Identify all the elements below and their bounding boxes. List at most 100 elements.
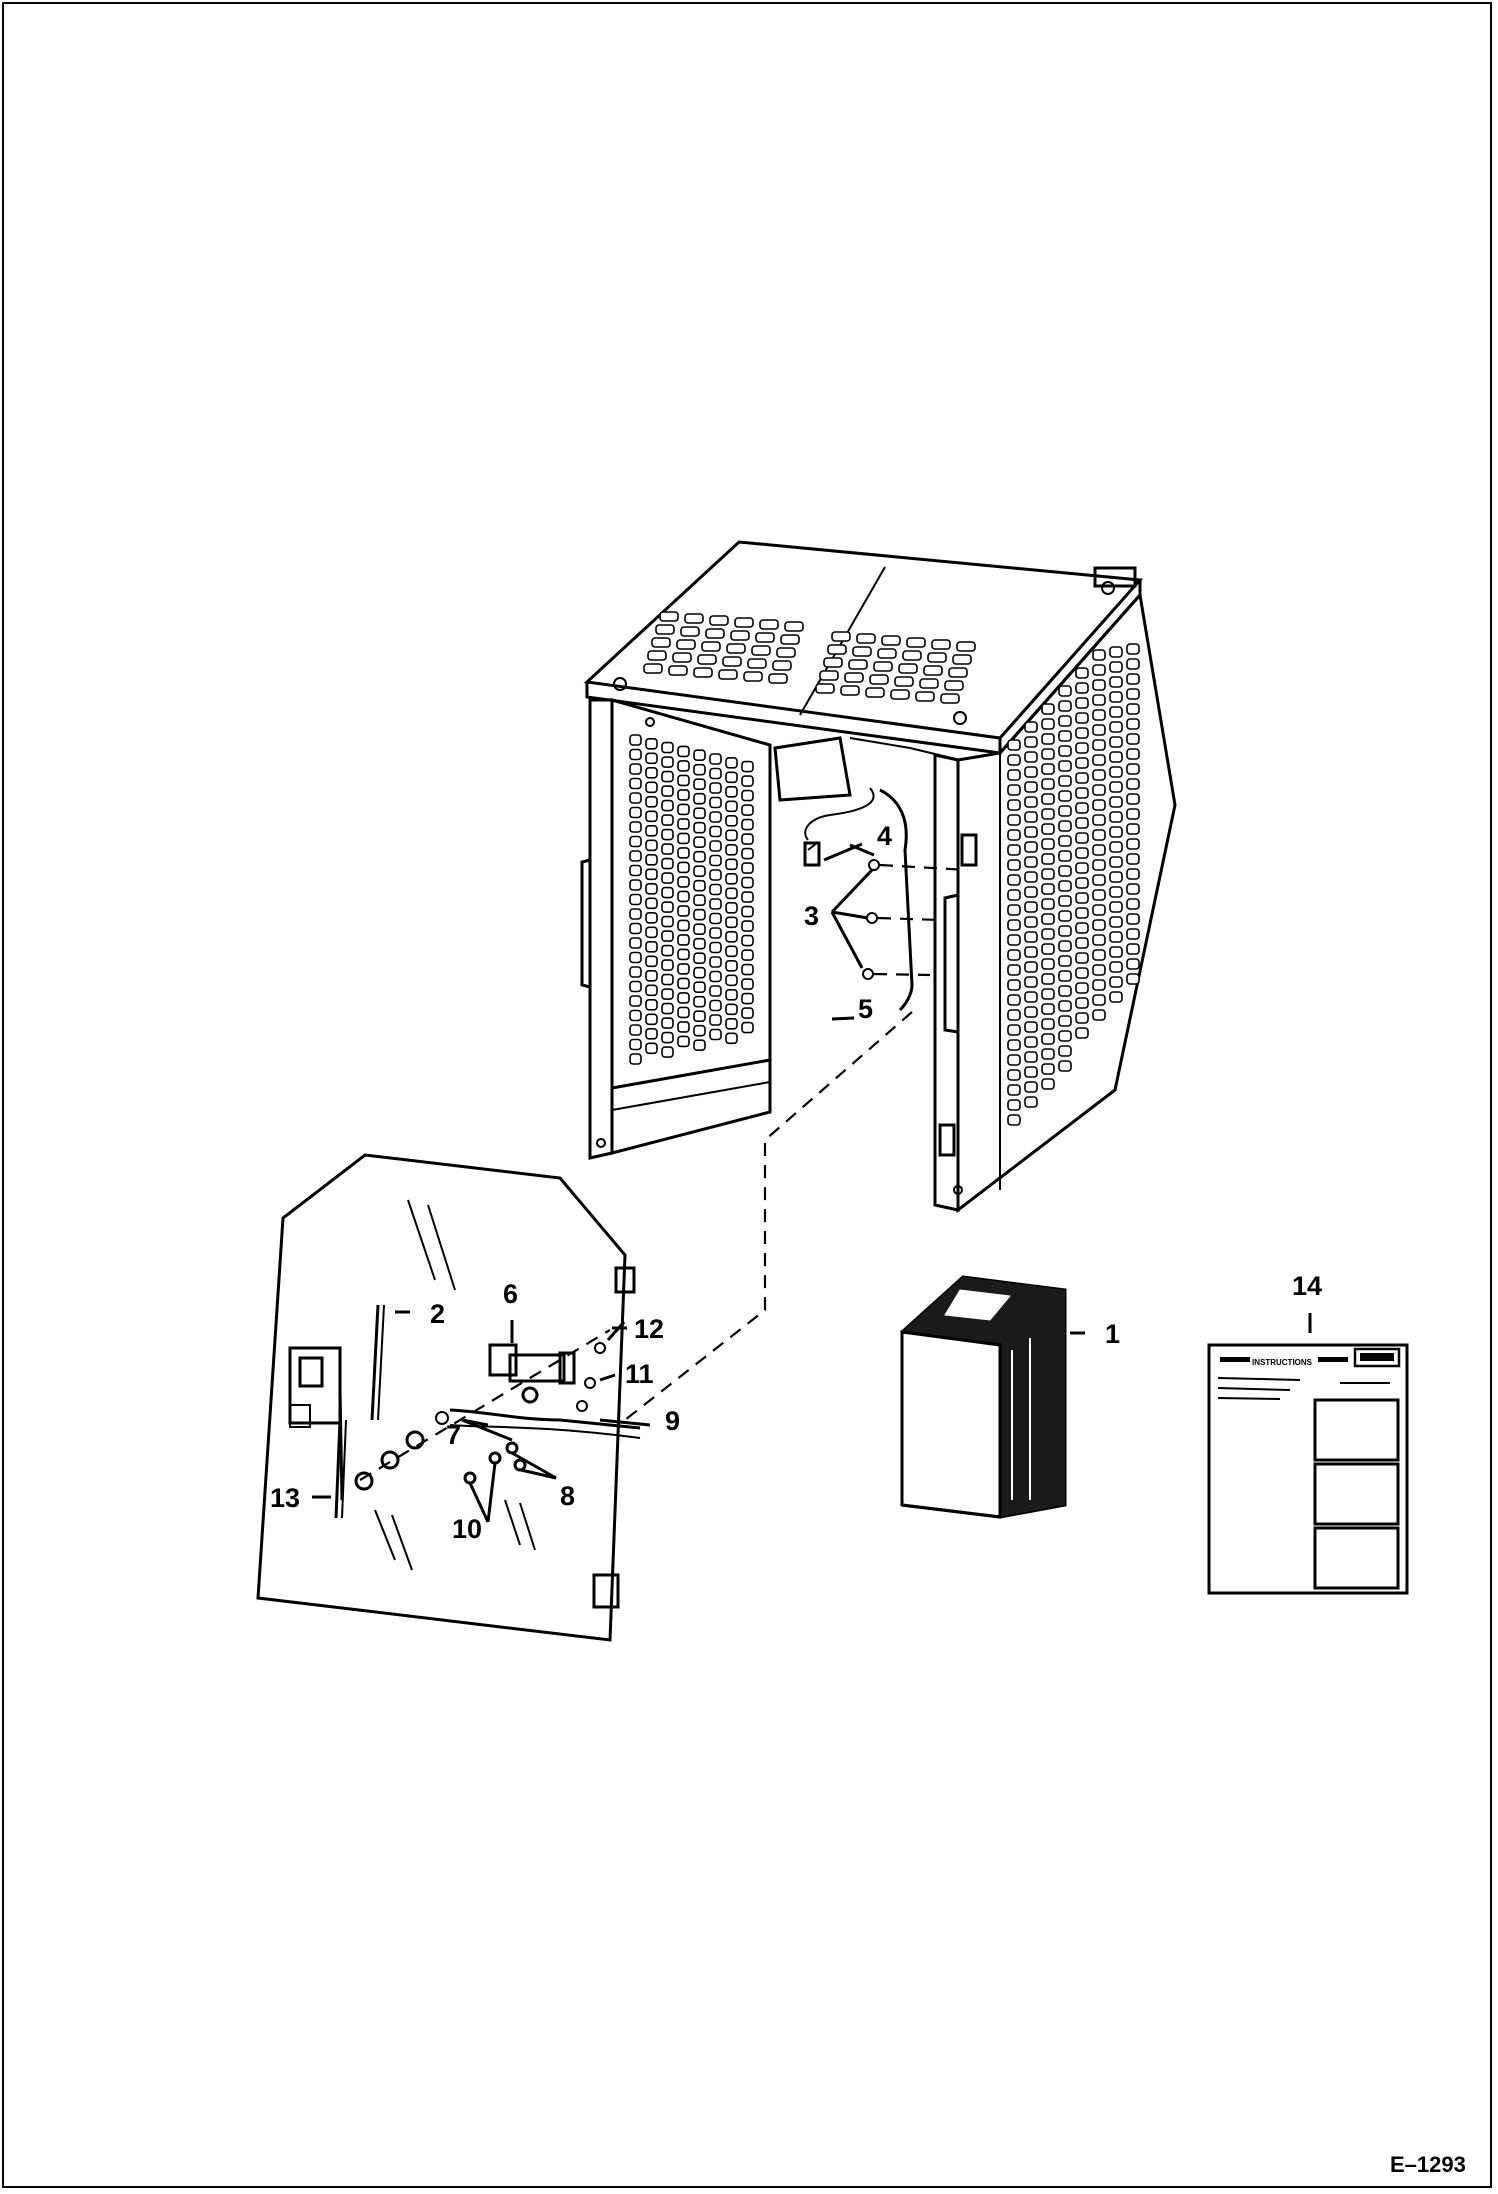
- grille-slot: [741, 833, 754, 845]
- grille-slot: [1058, 850, 1072, 862]
- grille-slot: [661, 843, 674, 855]
- grille-slot: [693, 981, 706, 994]
- grille-slot: [1092, 799, 1106, 811]
- grille-slot: [1058, 1045, 1072, 1057]
- grille-slot: [1075, 922, 1089, 934]
- grille-slot: [1007, 874, 1021, 886]
- grille-slot: [677, 963, 690, 975]
- grille-slot: [1109, 826, 1123, 838]
- grille-slot: [1041, 1048, 1055, 1060]
- grille-slot: [1075, 772, 1089, 784]
- grille-slot: [1058, 1060, 1072, 1072]
- grille-slot: [629, 879, 642, 891]
- grille-slot: [1041, 808, 1055, 820]
- callout-leaders: [312, 842, 1312, 1523]
- grille-slot: [1041, 943, 1055, 955]
- grille-slot: [1058, 955, 1072, 967]
- grille-slot: [661, 785, 674, 797]
- roof-vent-slot: [705, 628, 725, 639]
- grille-slot: [1007, 799, 1021, 811]
- roof-vent-slot: [956, 641, 976, 652]
- roof-vent-slot: [751, 645, 771, 656]
- grille-slot: [693, 749, 706, 762]
- grille-slot: [1007, 1114, 1021, 1126]
- grille-slot: [1007, 964, 1021, 976]
- grille-slot: [1058, 1015, 1072, 1027]
- grille-slot: [1109, 931, 1123, 943]
- grille-slot: [1041, 718, 1055, 730]
- grille-slot: [741, 804, 754, 816]
- grille-slot: [709, 883, 722, 896]
- grille-slot: [1075, 832, 1089, 844]
- grille-slot: [629, 980, 642, 993]
- grille-slot: [645, 824, 658, 837]
- roof-vent-slot: [952, 654, 972, 665]
- grille-slot: [725, 988, 738, 1001]
- grille-slot: [661, 828, 674, 841]
- grille-slot: [693, 778, 706, 791]
- grille-slot: [1024, 961, 1038, 973]
- wire-route-dashed: [624, 1011, 913, 1421]
- grille-slot: [1092, 784, 1106, 796]
- grille-slot: [725, 945, 738, 958]
- roof-vent-slot: [659, 611, 679, 622]
- grille-slot: [677, 992, 690, 1004]
- callout-12: 12: [634, 1314, 664, 1344]
- item-3-leaders: [830, 843, 969, 980]
- grille-slot: [741, 876, 754, 889]
- roof-vent-slot: [747, 658, 767, 669]
- grille-slot: [1041, 868, 1055, 880]
- grille-slot: [1041, 973, 1055, 985]
- grille-slot: [629, 922, 642, 935]
- grille-slot: [1041, 793, 1055, 805]
- grille-slot: [1024, 901, 1038, 913]
- grille-slot: [709, 796, 722, 809]
- grille-slot: [709, 753, 722, 765]
- grille-slot: [725, 930, 738, 943]
- grille-slot: [629, 777, 642, 790]
- instruction-decal: INSTRUCTIONS: [1207, 1343, 1409, 1595]
- grille-slot: [1058, 700, 1072, 712]
- grille-slot: [741, 1007, 754, 1019]
- grille-slot: [1092, 934, 1106, 946]
- grille-slot: [1024, 1081, 1038, 1093]
- roof-vent-slot: [840, 685, 860, 696]
- grille-slot: [693, 966, 706, 979]
- grille-slot: [677, 1006, 690, 1019]
- roof-vent-slot: [823, 657, 843, 668]
- grille-slot: [693, 821, 706, 834]
- grille-slot: [661, 756, 674, 768]
- grille-slot: [1007, 889, 1021, 901]
- roof-vent-slot: [701, 641, 721, 652]
- roof-vent-slot: [755, 632, 775, 643]
- grille-slot: [1024, 826, 1038, 838]
- grille-slot: [1007, 1099, 1021, 1111]
- grille-slot: [1024, 1066, 1038, 1078]
- grille-slot: [1092, 829, 1106, 841]
- grille-slot: [725, 785, 738, 798]
- grille-slot: [677, 789, 690, 801]
- grille-slot: [629, 1024, 642, 1036]
- grille-slot: [1092, 724, 1106, 736]
- grille-slot: [1024, 811, 1038, 823]
- callout-3: 3: [804, 901, 819, 931]
- grille-slot: [1075, 682, 1089, 694]
- grille-slot: [741, 949, 754, 961]
- grille-slot: [1007, 1039, 1021, 1051]
- callout-9: 9: [665, 1406, 680, 1436]
- grille-slot: [741, 905, 754, 918]
- grille-slot: [1075, 727, 1089, 739]
- grille-slot: [1075, 982, 1089, 994]
- grille-slot: [1041, 823, 1055, 835]
- grille-slot: [709, 927, 722, 939]
- grille-slot: [629, 850, 642, 862]
- roof-vent-slot: [944, 680, 964, 691]
- roof-vent-slot: [726, 643, 746, 654]
- grille-slot: [629, 806, 642, 819]
- grille-slot: [1058, 775, 1072, 787]
- roof-vent-slot: [684, 613, 704, 624]
- grille-slot: [645, 1028, 658, 1040]
- grille-slot: [1024, 916, 1038, 928]
- grille-slot: [677, 948, 690, 961]
- grille-slot: [709, 985, 722, 997]
